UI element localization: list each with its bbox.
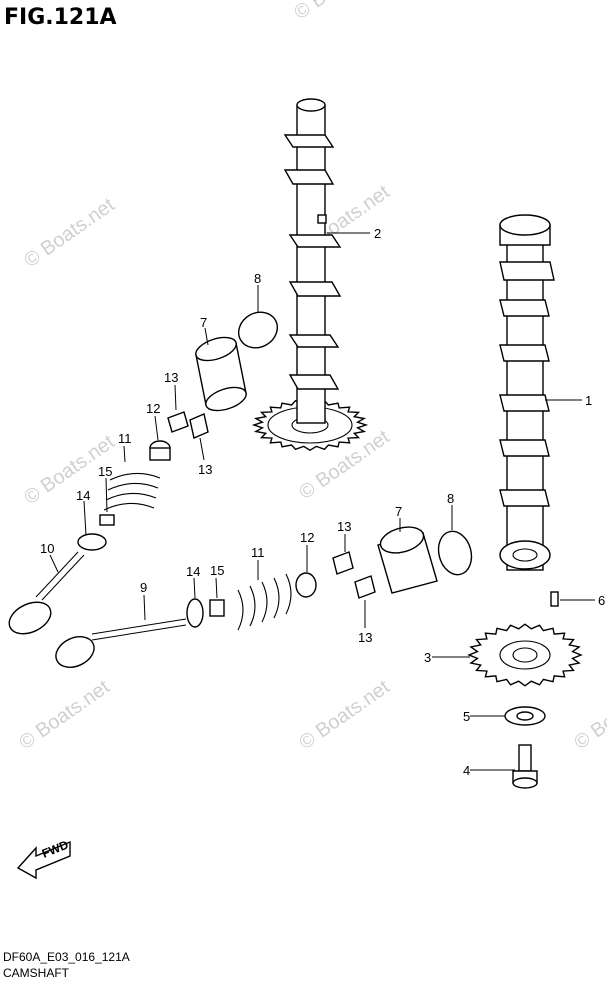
callout-8: 8 (254, 271, 261, 286)
callout-1: 1 (585, 393, 592, 408)
callout-labels: 2 1 3 4 5 6 7 8 13 12 13 11 15 14 10 9 1… (40, 226, 605, 778)
callout-15: 15 (210, 563, 224, 578)
callout-13: 13 (337, 519, 351, 534)
callout-6: 6 (598, 593, 605, 608)
dowel-pin (550, 591, 559, 607)
figure-title: FIG.121A (4, 5, 117, 30)
callout-2: 2 (374, 226, 381, 241)
callout-3: 3 (424, 650, 431, 665)
diagram-caption: CAMSHAFT (3, 966, 70, 980)
fwd-arrow-icon: FWD (16, 837, 71, 880)
callout-9: 9 (140, 580, 147, 595)
callout-7: 7 (200, 315, 207, 330)
callout-13: 13 (164, 370, 178, 385)
callout-12: 12 (146, 401, 160, 416)
drawing-code: DF60A_E03_016_121A (3, 950, 130, 964)
callout-14: 14 (76, 488, 90, 503)
watermark: © Boats.net (15, 676, 114, 754)
sprocket-top (251, 398, 369, 452)
watermark: © Boats.net (570, 676, 607, 754)
camshaft-exhaust (251, 98, 369, 452)
bolt (512, 744, 538, 789)
callout-4: 4 (463, 763, 470, 778)
watermark: © Boats.net (290, 0, 389, 24)
valve-train-lower (55, 526, 473, 668)
leader-lines (49, 232, 595, 771)
callout-13: 13 (358, 630, 372, 645)
callout-14: 14 (186, 564, 200, 579)
callout-11: 11 (118, 431, 132, 446)
watermark: © Boats.net (20, 194, 119, 272)
valve-train-upper (8, 311, 278, 635)
camshaft-intake (499, 214, 555, 571)
watermark: © Boats.net (295, 676, 394, 754)
callout-5: 5 (463, 709, 470, 724)
callout-11: 11 (251, 545, 265, 560)
washer (504, 706, 546, 726)
callout-10: 10 (40, 541, 54, 556)
callout-13: 13 (198, 462, 212, 477)
callout-12: 12 (300, 530, 314, 545)
callout-8: 8 (447, 491, 454, 506)
callout-7: 7 (395, 504, 402, 519)
callout-15: 15 (98, 464, 112, 479)
camshaft-sprocket (467, 623, 583, 687)
